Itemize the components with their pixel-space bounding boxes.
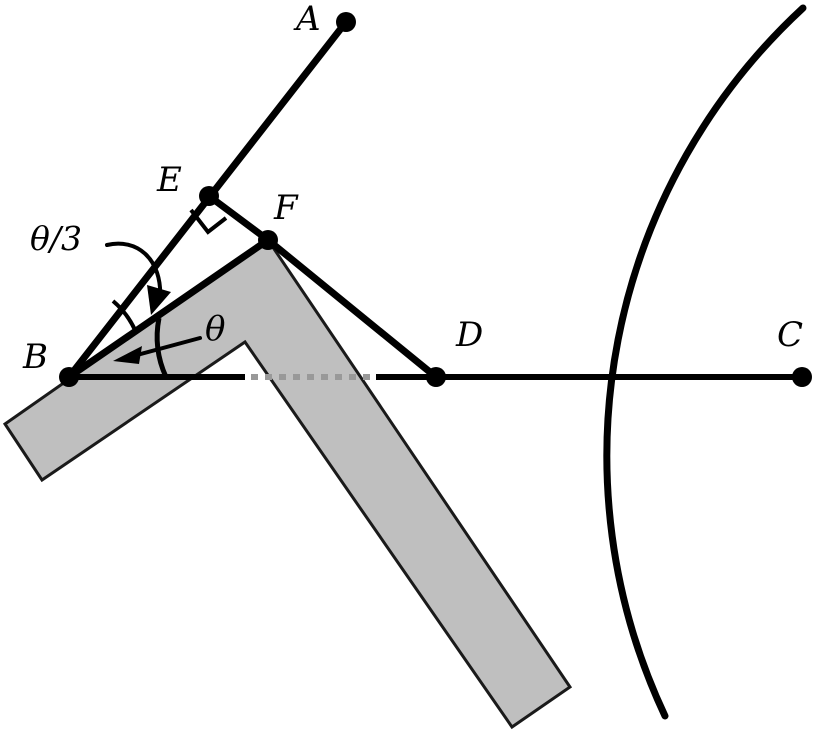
point-dot-B xyxy=(59,367,79,387)
theta-over-three-arrow xyxy=(105,241,171,315)
segment-FD xyxy=(264,236,440,381)
circle-arc xyxy=(603,4,807,720)
theta-label: θ xyxy=(205,309,226,349)
point-dot-F xyxy=(258,230,278,250)
theta-over-three-label: θ/3 xyxy=(30,219,82,258)
shaded-bent-band xyxy=(2,237,573,730)
point-label-B: B xyxy=(23,337,48,377)
segment-EF xyxy=(205,192,272,244)
point-label-A: A xyxy=(296,0,321,39)
point-dot-C xyxy=(792,367,812,387)
point-label-C: C xyxy=(777,315,804,355)
point-dot-D xyxy=(426,367,446,387)
point-dot-A xyxy=(336,12,356,32)
right-angle-marker-E xyxy=(189,208,228,235)
point-label-E: E xyxy=(157,160,182,200)
point-label-D: D xyxy=(456,315,484,355)
angle-arc-theta-third xyxy=(111,299,137,331)
theta-arrow xyxy=(113,336,202,364)
segment-BF xyxy=(65,236,272,381)
point-dot-E xyxy=(199,186,219,206)
point-label-F: F xyxy=(274,188,298,228)
